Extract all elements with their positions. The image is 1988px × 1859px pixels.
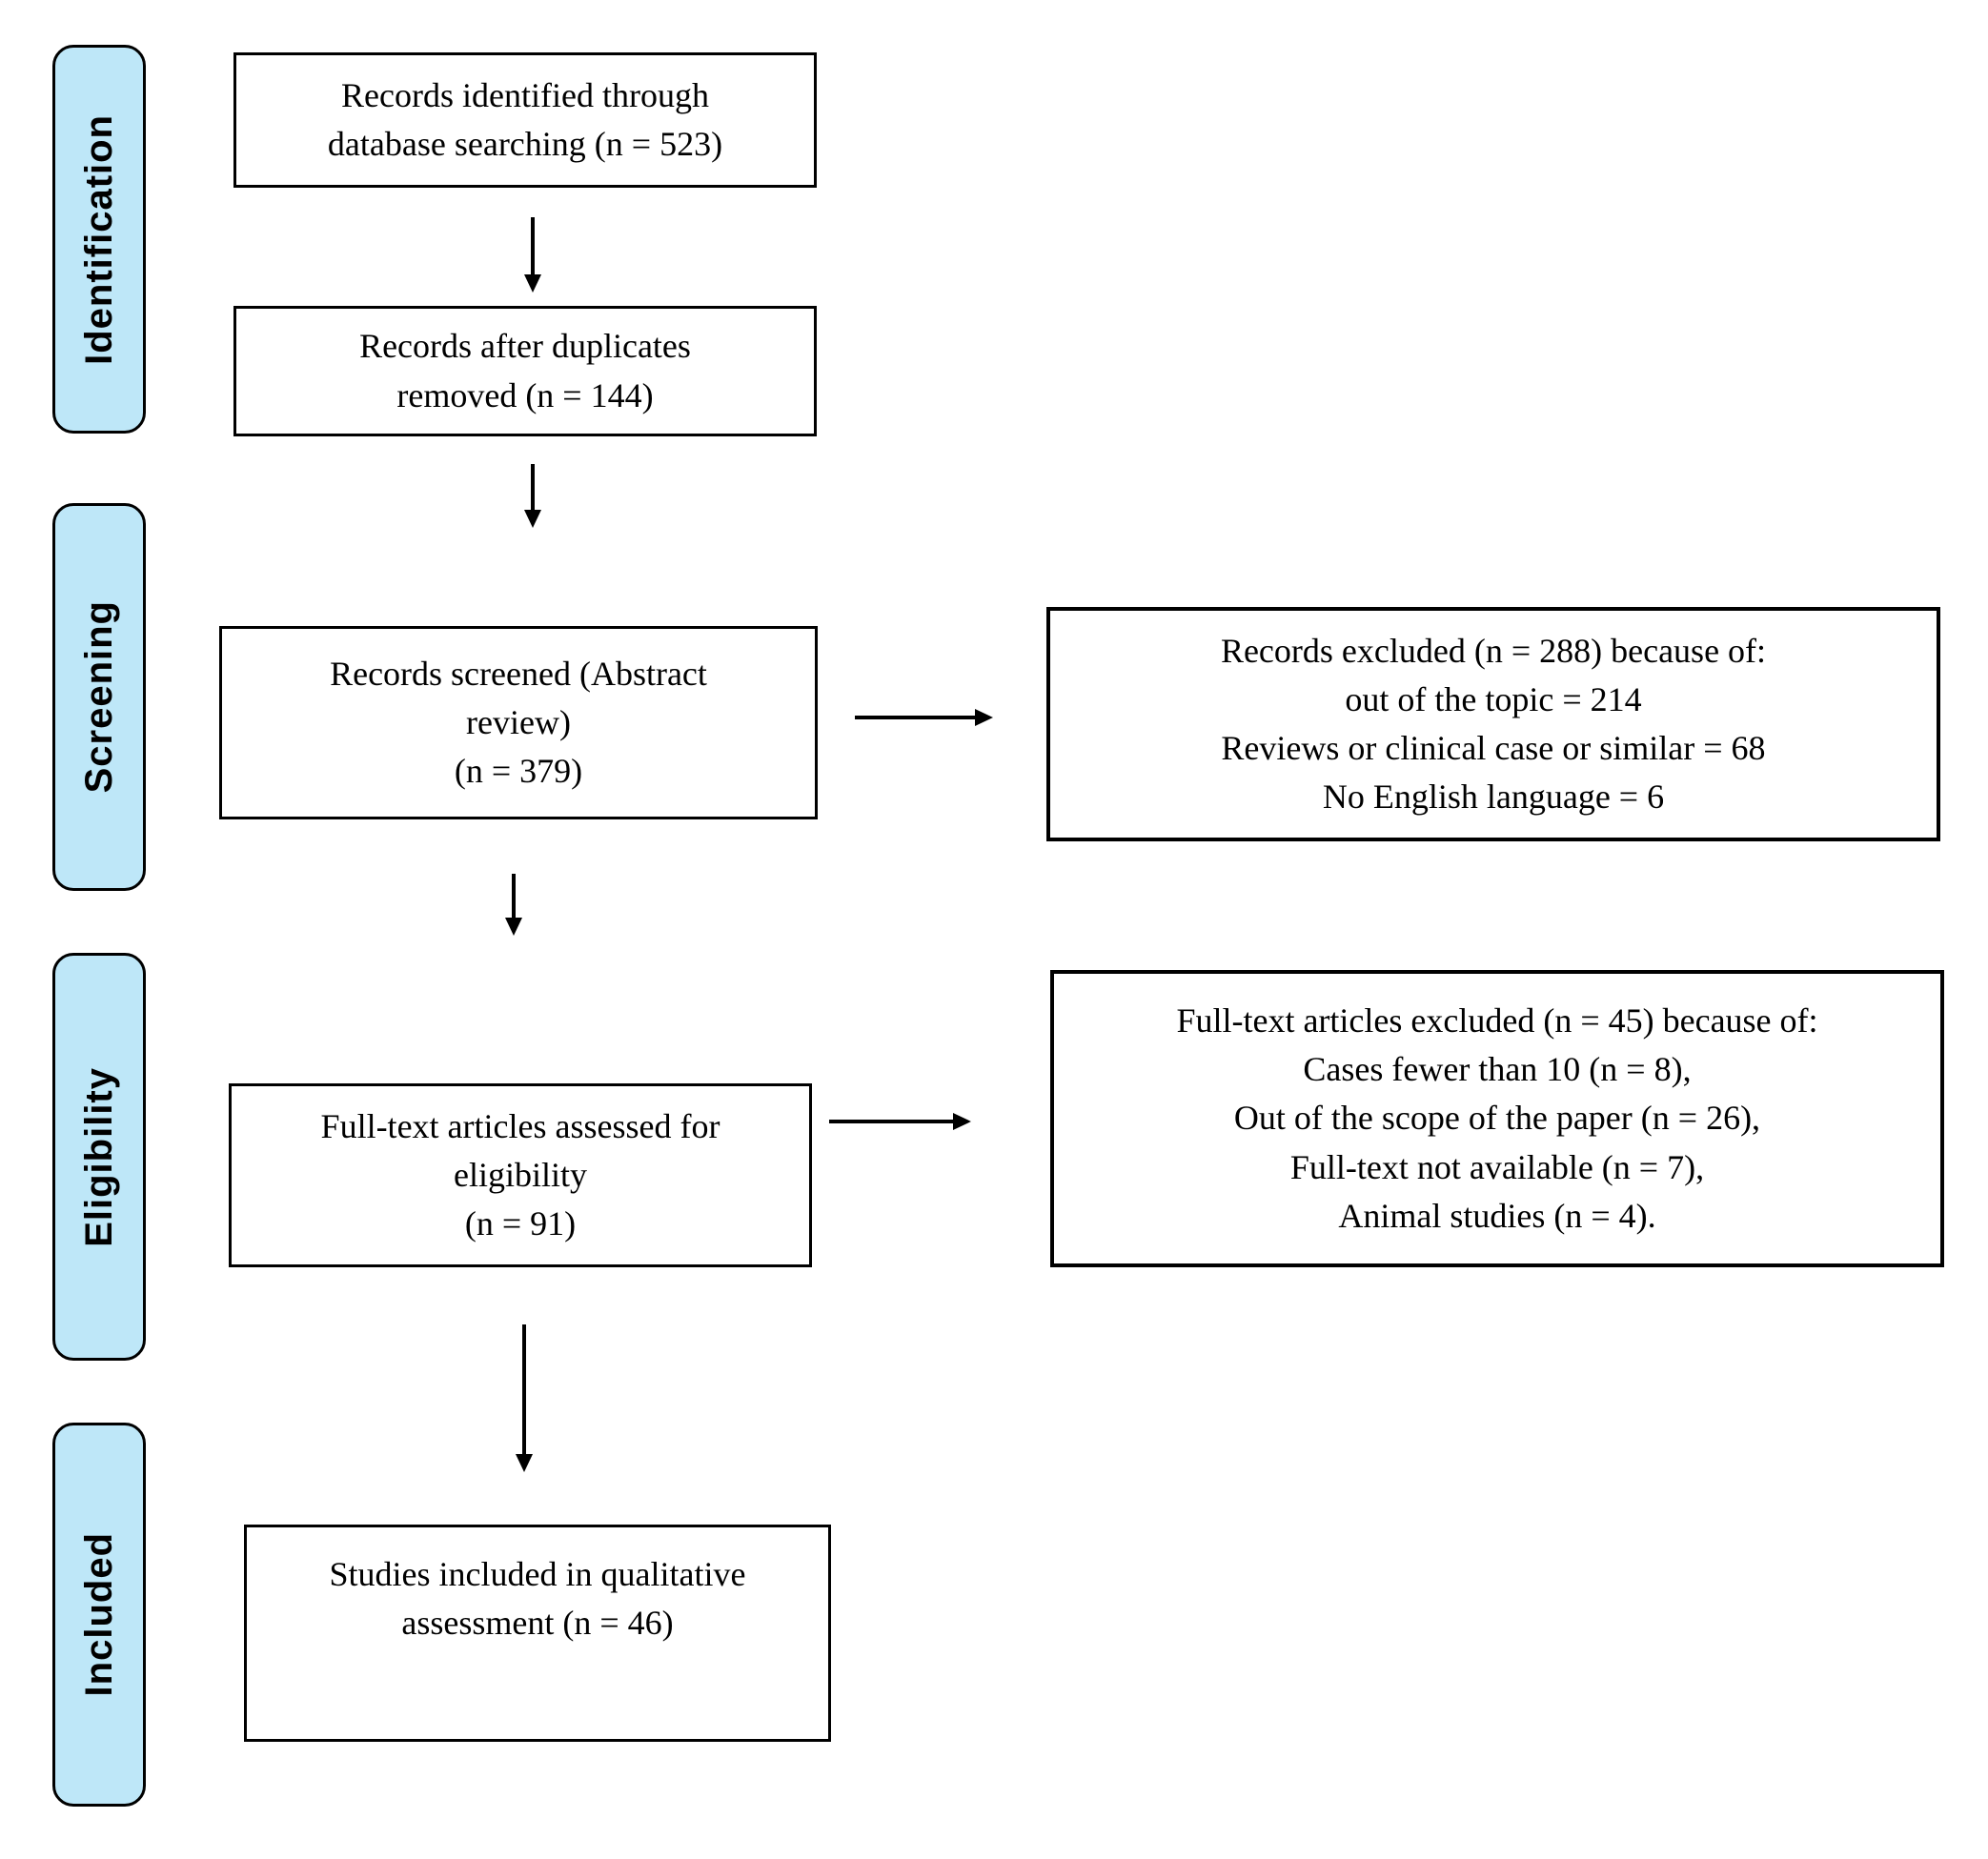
flow-box-records-after-duplicates-text: Records after duplicates removed (n = 14… bbox=[359, 327, 691, 414]
flow-box-studies-included-text: Studies included in qualitative assessme… bbox=[329, 1555, 746, 1643]
stage-band-included: Included bbox=[52, 1423, 146, 1807]
stage-label-screening: Screening bbox=[77, 600, 120, 794]
flow-box-fulltext-assessed: Full-text articles assessed for eligibil… bbox=[229, 1083, 812, 1267]
arrow-fulltext-to-included bbox=[522, 1324, 526, 1456]
stage-label-identification: Identification bbox=[77, 113, 120, 365]
arrow-fulltext-to-excluded bbox=[829, 1120, 955, 1123]
flow-box-studies-included: Studies included in qualitative assessme… bbox=[244, 1525, 831, 1742]
arrow-identified-to-duplicates bbox=[531, 217, 535, 276]
arrow-screened-to-fulltext bbox=[512, 874, 516, 919]
exclusion-box-fulltext-excluded-text: Full-text articles excluded (n = 45) bec… bbox=[1176, 1001, 1818, 1235]
exclusion-box-records-excluded-text: Records excluded (n = 288) because of: o… bbox=[1220, 631, 1767, 817]
exclusion-box-fulltext-excluded: Full-text articles excluded (n = 45) bec… bbox=[1050, 970, 1944, 1267]
arrow-duplicates-to-screened bbox=[531, 464, 535, 512]
stage-band-identification: Identification bbox=[52, 45, 146, 434]
stage-band-screening: Screening bbox=[52, 503, 146, 891]
flow-box-fulltext-assessed-text: Full-text articles assessed for eligibil… bbox=[320, 1106, 720, 1243]
flow-box-records-after-duplicates: Records after duplicates removed (n = 14… bbox=[233, 306, 817, 436]
flow-box-records-screened: Records screened (Abstract review) (n = … bbox=[219, 626, 818, 819]
stage-label-included: Included bbox=[77, 1532, 120, 1697]
flow-box-records-identified: Records identified through database sear… bbox=[233, 52, 817, 188]
exclusion-box-records-excluded: Records excluded (n = 288) because of: o… bbox=[1046, 607, 1940, 841]
flow-box-records-identified-text: Records identified through database sear… bbox=[327, 75, 723, 163]
stage-band-eligibility: Eligibility bbox=[52, 953, 146, 1361]
stage-label-eligibility: Eligibility bbox=[77, 1066, 120, 1247]
flow-box-records-screened-text: Records screened (Abstract review) (n = … bbox=[330, 654, 707, 791]
arrow-screened-to-excluded bbox=[855, 716, 977, 719]
